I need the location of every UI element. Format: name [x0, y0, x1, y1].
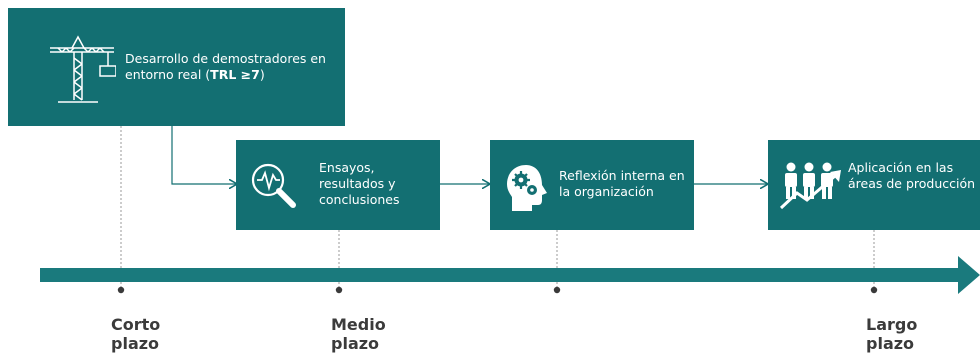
box-demonstrators-text: Desarrollo de demostradores en entorno r… [125, 51, 335, 83]
box-reflection: Reflexión interna en la organización [490, 140, 694, 230]
box-tests-text: Ensayos, resultados y conclusiones [319, 160, 400, 207]
timeline-dot-long [870, 286, 878, 294]
label-medium-term: Medio plazo [331, 315, 386, 354]
timeline-dot-medium [335, 286, 343, 294]
box-application: Aplicación en las áreas de producción [768, 140, 980, 230]
timeline-dot-short [117, 286, 125, 294]
connector-arrow-1 [171, 126, 236, 184]
trl-label: TRL ≥7 [210, 67, 260, 82]
label-short-term: Corto plazo [111, 315, 161, 354]
box-reflection-text: Reflexión interna en la organización [559, 168, 685, 199]
timeline-dot-reflection [553, 286, 561, 294]
magnifier-pulse-icon [251, 163, 296, 208]
people-growth-icon [779, 162, 841, 210]
box-demonstrators: Desarrollo de demostradores en entorno r… [8, 8, 345, 126]
box-application-text: Aplicación en las áreas de producción [848, 160, 976, 191]
box-demonstrators-text-end: ) [259, 67, 265, 82]
box-demonstrators-text-main: Desarrollo de demostradores en entorno r… [125, 51, 326, 82]
timeline-bar [40, 268, 960, 282]
crane-icon [50, 35, 116, 103]
head-gears-icon [507, 165, 547, 211]
label-long-term: Largo plazo [866, 315, 918, 354]
box-tests: Ensayos, resultados y conclusiones [236, 140, 440, 230]
timeline-arrowhead [958, 256, 980, 294]
